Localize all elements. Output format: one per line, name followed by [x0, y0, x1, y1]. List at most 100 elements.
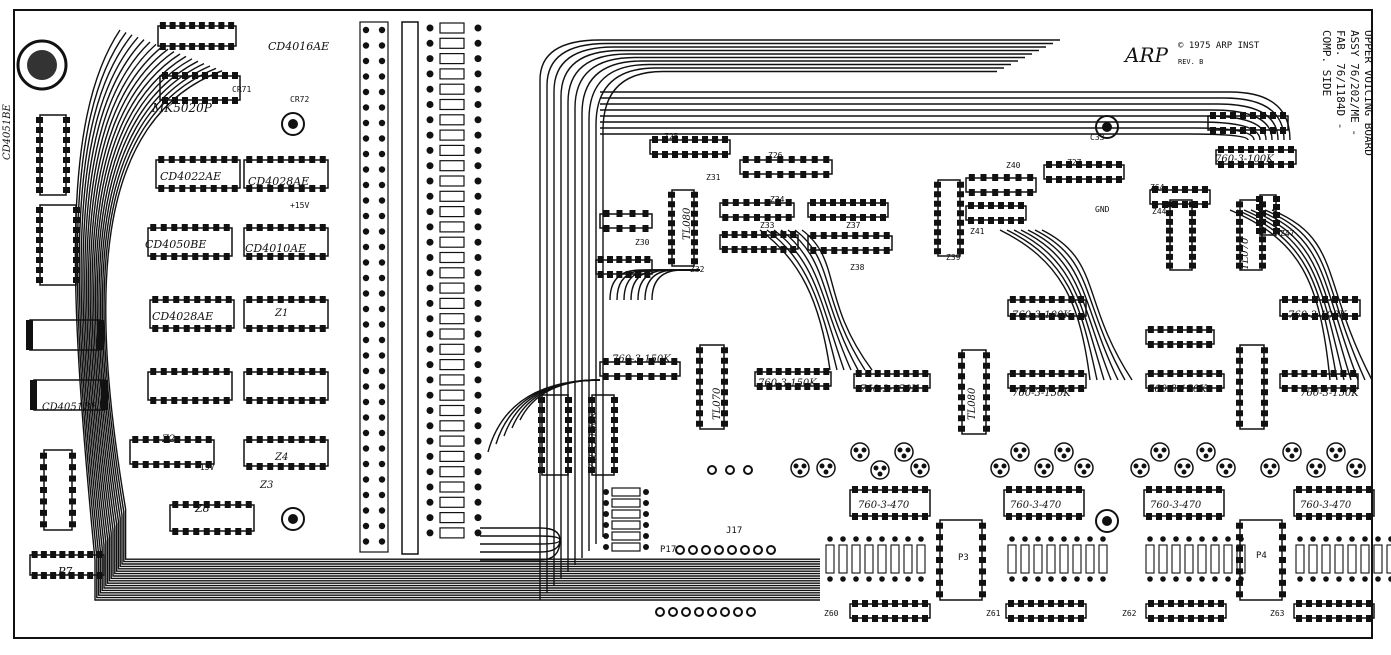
- transistor-footprint: [990, 458, 1010, 478]
- resistor-footprint: [603, 531, 649, 541]
- pad: [378, 445, 386, 452]
- ic-footprint: [169, 501, 255, 535]
- transistor-footprint: [870, 460, 890, 480]
- ic-footprint: [1007, 296, 1087, 320]
- pad: [743, 465, 753, 475]
- transistor-footprint: [1260, 458, 1280, 478]
- label-z47: Z47: [1280, 229, 1295, 238]
- label-z25: Z25: [664, 132, 679, 141]
- ic-footprint: [807, 199, 889, 221]
- label-z40: Z40: [1006, 161, 1021, 170]
- pad: [378, 538, 386, 545]
- ic-footprint: [129, 436, 215, 468]
- edge-pad: [426, 496, 482, 508]
- pad: [362, 274, 370, 282]
- resistor-footprint: [1386, 536, 1391, 582]
- chip-label-cd4010: CD4010AE: [245, 242, 306, 255]
- label-z38: Z38: [850, 263, 865, 272]
- rnet-label-24: 760-3-100K: [588, 411, 599, 470]
- ic-footprint: [696, 344, 728, 430]
- transistor-footprint: [1282, 442, 1302, 462]
- ic-footprint: [147, 224, 233, 260]
- pad: [362, 429, 370, 437]
- chip-label-left-a: CD4051BE: [2, 104, 13, 160]
- label-p4: P4: [1256, 551, 1267, 561]
- label-z39: Z39: [946, 253, 961, 262]
- ic-footprint: [1293, 600, 1375, 622]
- rnet-label-52: 760-3-100K: [1012, 310, 1071, 321]
- transistor-footprint: [1034, 458, 1054, 478]
- chip-label-z3: Z3: [259, 480, 273, 491]
- resistor-footprint: [1046, 536, 1056, 582]
- rnet-label-36: 760-3-150K: [860, 384, 919, 395]
- pad: [378, 181, 386, 189]
- pad: [378, 290, 386, 297]
- ic-footprint: [739, 156, 833, 178]
- transistor-footprint: [1074, 458, 1094, 478]
- resistor-footprint: [603, 487, 649, 497]
- resistor-footprint: [1223, 536, 1233, 582]
- resistor-footprint: [1145, 536, 1155, 582]
- pad: [362, 26, 370, 34]
- ic-footprint: [958, 349, 990, 435]
- copyright: © 1975 ARP INST: [1178, 41, 1260, 51]
- title-line-3: FAB. 76/1184D -: [1334, 30, 1347, 129]
- pad: [362, 104, 370, 111]
- transistor-footprint: [1130, 458, 1150, 478]
- pad: [362, 538, 370, 545]
- ic-footprint: [649, 136, 731, 158]
- pad: [378, 383, 386, 390]
- pad: [378, 42, 386, 49]
- ic-footprint: [588, 394, 618, 476]
- ic-footprint: [1043, 161, 1125, 183]
- resistor-footprint: [1158, 536, 1168, 582]
- pad: [378, 491, 386, 499]
- chip-label-cd4050a: CD4050BE: [145, 238, 206, 251]
- bus-strip: [359, 21, 389, 553]
- ic-footprint: [1293, 486, 1375, 520]
- label-plus15: +15V: [290, 201, 309, 210]
- revision: REV. B: [1178, 58, 1203, 66]
- pad: [362, 507, 370, 514]
- pad: [733, 607, 743, 617]
- label-z32: Z32: [690, 265, 705, 274]
- pad: [378, 305, 386, 313]
- pad: [378, 336, 386, 344]
- pad: [655, 607, 665, 617]
- resistor-footprint: [825, 536, 835, 582]
- label-z60: Z60: [824, 609, 839, 618]
- transistor-footprint: [894, 442, 914, 462]
- chip-label-z2: Z2: [161, 434, 175, 445]
- pad: [362, 491, 370, 499]
- edge-pad: [426, 389, 482, 401]
- ic-footprint: [1215, 146, 1297, 168]
- edge-pad: [426, 420, 482, 432]
- resistor-footprint: [890, 536, 900, 582]
- ic-footprint: [1236, 344, 1268, 430]
- ref-designators: +15V -15V GND J17 P17 P3 P4 Z25 Z26 Z27 …: [195, 85, 1295, 618]
- ic-footprint: [1143, 486, 1225, 520]
- pad: [378, 57, 386, 65]
- ic-footprint: [719, 231, 799, 253]
- ic-footprint: [1005, 600, 1087, 622]
- ic-footprint: [807, 232, 893, 254]
- label-z31: Z31: [706, 173, 721, 182]
- pad: [378, 321, 386, 328]
- label-z34: Z34: [770, 195, 785, 204]
- label-cr71: CR71: [232, 85, 251, 94]
- pad: [362, 383, 370, 390]
- pad: [378, 522, 386, 530]
- pad: [378, 259, 386, 266]
- resistor-footprint: [1098, 536, 1108, 582]
- pad: [362, 414, 370, 421]
- pad: [362, 352, 370, 359]
- electrolytic-capacitor: [16, 39, 68, 91]
- edge-pad: [426, 435, 482, 447]
- rnet-label-43: 760-3-150K: [1148, 384, 1207, 395]
- pad: [688, 545, 698, 555]
- edge-pad: [426, 129, 482, 141]
- ic-footprint: [29, 551, 105, 579]
- pad: [668, 607, 678, 617]
- pad: [378, 367, 386, 375]
- pad: [746, 607, 756, 617]
